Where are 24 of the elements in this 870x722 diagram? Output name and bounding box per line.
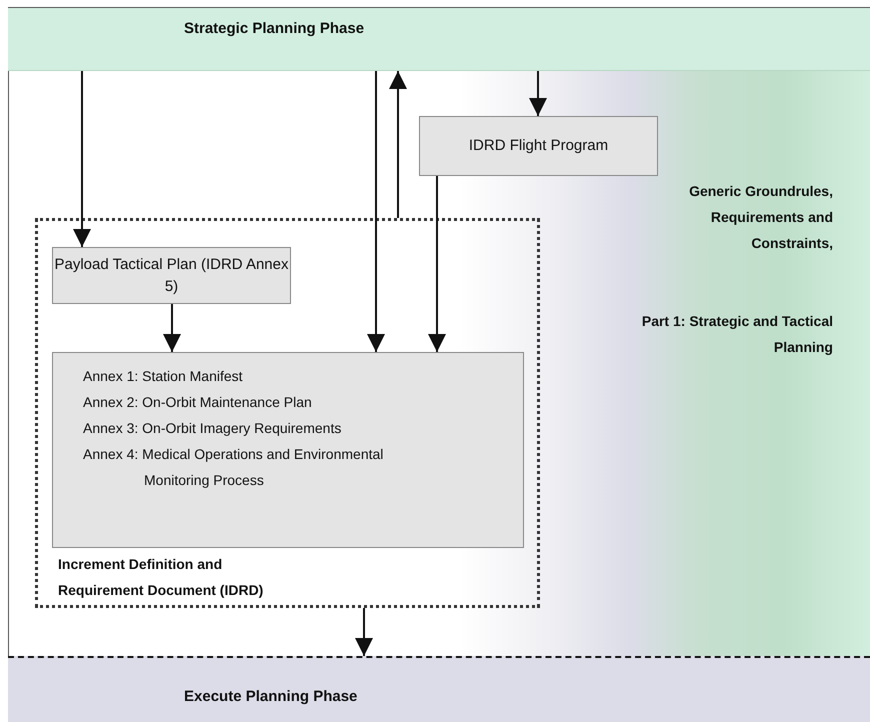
box-label: IDRD Flight Program xyxy=(468,136,608,156)
document-frame xyxy=(35,218,540,608)
side-note: Part 1: Strategic and Tactical Planning xyxy=(640,312,833,357)
box-label: Payload Tactical Plan (IDRD Annex 5) xyxy=(53,254,290,296)
process-box xyxy=(419,116,658,176)
annex-item: Annex 3: On-Orbit Imagery Requirements xyxy=(83,419,342,438)
phase-title: Execute Planning Phase xyxy=(184,688,358,705)
process-box xyxy=(52,247,291,304)
phase-title: Strategic Planning Phase xyxy=(184,20,364,37)
arrow xyxy=(529,71,547,116)
arrow xyxy=(367,71,385,352)
document-title: Increment Definition and Requirement Document (IDRD) xyxy=(58,555,264,600)
arrow xyxy=(389,71,407,218)
arrow xyxy=(428,176,446,352)
annex-item: Annex 2: On-Orbit Maintenance Plan xyxy=(83,393,313,412)
phase-band xyxy=(8,656,870,722)
arrow xyxy=(73,71,91,247)
annex-box xyxy=(52,352,524,548)
phase-band xyxy=(8,8,870,71)
arrow xyxy=(163,304,181,352)
annex-item: Annex 4: Medical Operations and Environmental Monitoring Process xyxy=(83,445,384,490)
arrow xyxy=(355,608,373,656)
side-note: Generic Groundrules, Requirements and Constraints, xyxy=(688,182,833,253)
annex-item: Annex 1: Station Manifest xyxy=(83,367,244,386)
